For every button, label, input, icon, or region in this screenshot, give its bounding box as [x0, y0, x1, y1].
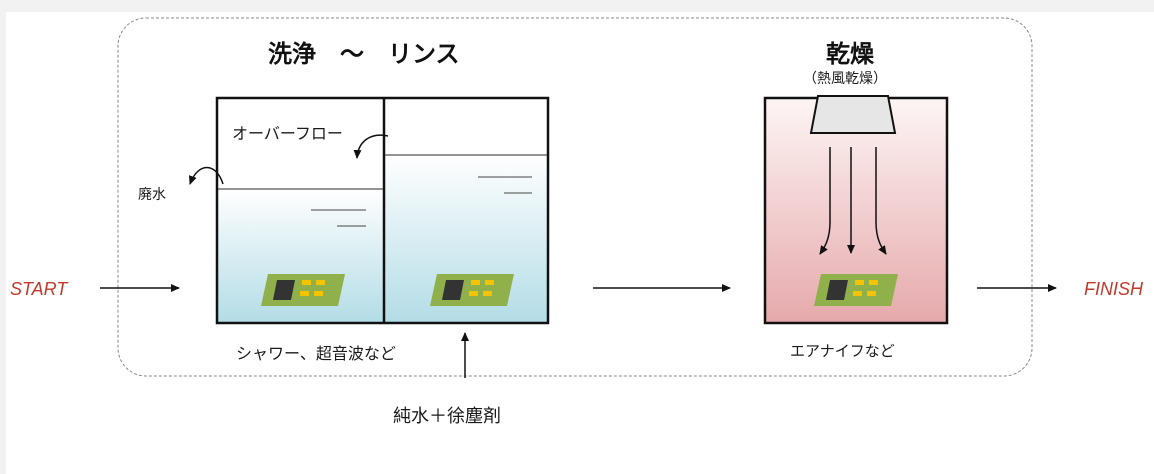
wash-method-label: シャワー、超音波など: [236, 344, 396, 363]
air-flow-arrow-icon: [819, 147, 831, 255]
waste-label: 廃水: [138, 187, 166, 203]
pcb-board-icon: [814, 274, 898, 306]
dry-method-label: エアナイフなど: [790, 342, 895, 360]
process-diagram: [100, 17, 1057, 378]
pcb-board-icon: [261, 274, 345, 306]
process-enclosure: [117, 17, 1033, 377]
dry-subtitle: （熱風乾燥）: [803, 71, 887, 87]
overflow-label: オーバーフロー: [232, 124, 343, 143]
air-flow-arrow-icon: [875, 147, 887, 255]
wash-rinse-title: 洗浄 ～ リンス: [268, 40, 460, 68]
dry-title: 乾燥: [826, 40, 874, 68]
nozzle-icon: [809, 95, 897, 134]
finish-label: FINISH: [1084, 279, 1144, 299]
diagram-canvas: 洗浄 ～ リンス 乾燥 （熱風乾燥） オーバーフロー 廃水 シャワー、超音波など…: [6, 12, 1154, 474]
wash-tank: [215, 96, 550, 325]
supply-label: 純水＋徐塵剤: [393, 406, 501, 427]
waste-arrow-icon: [188, 166, 224, 185]
pcb-board-icon: [430, 274, 514, 306]
overflow-arrow-icon: [353, 134, 389, 159]
start-label: START: [10, 279, 68, 299]
